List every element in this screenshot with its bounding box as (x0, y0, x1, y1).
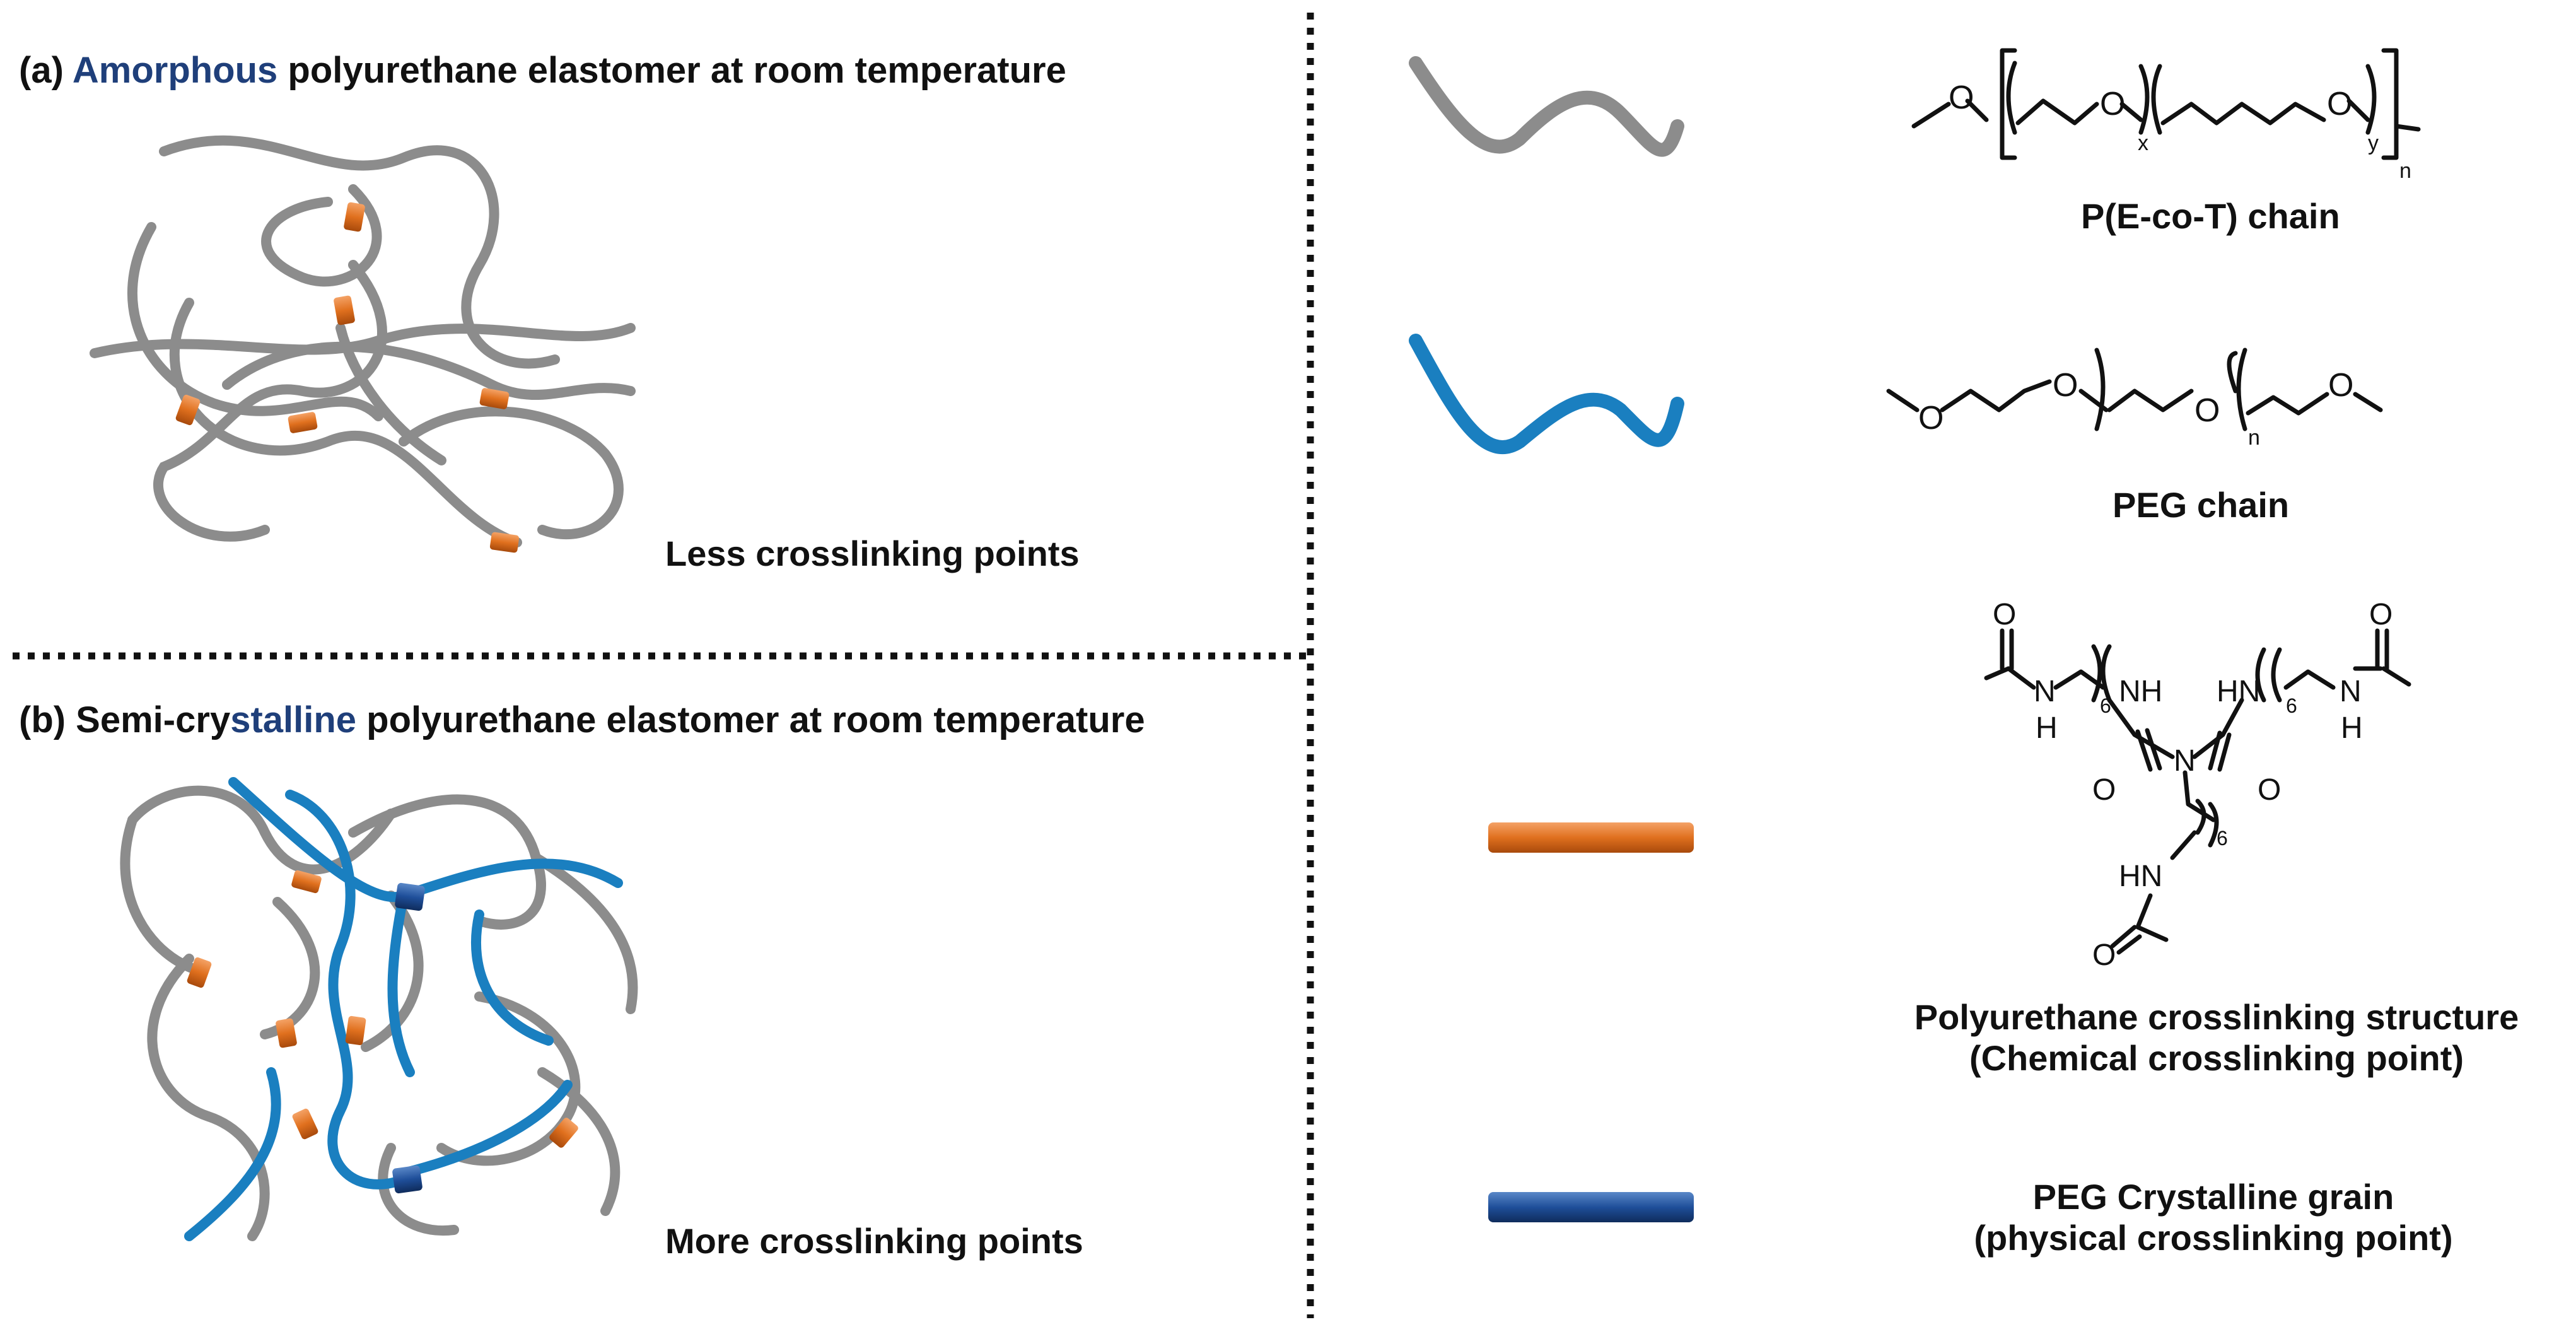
panel-a-chain (127, 222, 383, 421)
grain-label: PEG Crystalline grain (physical crosslin… (1930, 1176, 2497, 1258)
atom-HN: HN (2217, 675, 2260, 708)
chemical-crosslink-marker (175, 394, 201, 426)
atom-O: O (2100, 86, 2125, 122)
atom-O: O (2369, 598, 2392, 631)
panel-b-chain (470, 909, 554, 1046)
panel-b-chain (531, 853, 638, 1014)
panel-a-title-prefix: (a) (19, 50, 73, 91)
panel-b-chain (378, 1143, 459, 1236)
atom-N: N (2340, 675, 2362, 708)
panel-b-chain (184, 1067, 281, 1241)
panel-a-chain (159, 135, 560, 369)
atom-N: N (2034, 675, 2056, 708)
atom-O: O (2328, 367, 2353, 404)
panel-a-title-suffix: polyurethane elastomer at room temperatu… (277, 50, 1066, 91)
crosslink-label: Polyurethane crosslinking structure (Che… (1863, 997, 2570, 1079)
peg-structure (1886, 348, 2383, 431)
panel-b-chain (127, 785, 396, 875)
panel-b-chain (260, 897, 320, 1039)
atom-O: O (2092, 938, 2116, 972)
panel-a-crosslinks (175, 202, 520, 553)
grain-label-line2: (physical crosslinking point) (1974, 1218, 2453, 1258)
atom-O: O (1918, 400, 1944, 436)
atom-O: O (2194, 392, 2220, 429)
atom-H: H (2341, 711, 2363, 745)
chemical-crosslink-marker (276, 1018, 297, 1048)
atom-HN: HN (2119, 860, 2162, 893)
chemical-crosslink-marker (344, 202, 365, 232)
grain-label-line1: PEG Crystalline grain (2032, 1177, 2394, 1217)
physical-crosslink-marker (392, 1165, 423, 1194)
pect-atom-labels: O O O x y n (1949, 79, 2411, 183)
panel-b-chain (285, 790, 409, 1190)
panel-a-chain (399, 406, 624, 540)
panel-b-chain (361, 891, 424, 1052)
panel-b-chain (399, 1080, 573, 1178)
chemical-crosslink-marker (479, 388, 510, 409)
chemical-crosslink-marker (292, 1108, 318, 1140)
crosslink-label-line1: Polyurethane crosslinking structure (1914, 997, 2519, 1037)
panel-a-title: (a) Amorphous polyurethane elastomer at … (19, 49, 1066, 91)
panel-b-chain (147, 954, 270, 1241)
panel-a-chain (222, 341, 636, 400)
panel-b-chain (436, 991, 581, 1166)
panel-b-gray-chains (120, 785, 638, 1241)
pect-subscript-x: x (2138, 131, 2148, 155)
panel-b-crosslinks (187, 870, 578, 1194)
chemical-crosslink-marker (187, 957, 212, 988)
atom-N: N (2174, 744, 2196, 778)
pect-chain-icon (1409, 56, 1684, 157)
atom-NH: NH (2119, 675, 2162, 708)
chemical-crosslink-marker (334, 295, 355, 325)
panel-a-chain (261, 184, 382, 287)
atom-H: H (2036, 711, 2058, 745)
panel-b-caption: More crosslinking points (665, 1221, 1083, 1261)
peg-subscript-n: n (2248, 426, 2260, 450)
chemical-crosslink-marker (345, 1015, 366, 1046)
panel-b-title-suffix: polyurethane elastomer at room temperatu… (356, 699, 1145, 740)
chemical-crosslink-marker (489, 532, 520, 553)
panel-b-title-prefix: (b) Semi-cry (19, 699, 231, 740)
atom-O: O (2092, 773, 2116, 807)
pect-chain-label: P(E-co-T) chain (2081, 196, 2340, 236)
chemical-crosslink-legend-icon (1488, 822, 1694, 853)
subscript-6: 6 (2100, 694, 2111, 717)
physical-crosslink-legend-icon (1488, 1192, 1694, 1222)
atom-O: O (2258, 773, 2281, 807)
atom-O: O (1949, 79, 1974, 116)
peg-chain-icon (1409, 334, 1684, 454)
panel-a-caption: Less crosslinking points (665, 534, 1080, 573)
panel-a-chain (335, 323, 446, 465)
crosslink-label-line2: (Chemical crosslinking point) (1969, 1038, 2464, 1078)
panel-b-chain (348, 794, 546, 930)
chemical-crosslink-marker (288, 412, 318, 433)
peg-atom-labels: O O O O n (1918, 367, 2353, 450)
pect-subscript-n: n (2399, 159, 2411, 183)
pect-subscript-y: y (2368, 131, 2379, 155)
panel-b-title: (b) Semi-crystalline polyurethane elasto… (19, 699, 1145, 741)
panel-b-chain (387, 891, 415, 1077)
crosslink-structure (1984, 628, 2411, 955)
atom-O: O (2327, 86, 2352, 122)
chemical-crosslink-marker (549, 1118, 578, 1148)
panel-b-title-highlight: stalline (230, 699, 357, 740)
peg-chain-label: PEG chain (2113, 485, 2290, 525)
panel-b-chain (120, 815, 207, 976)
panel-a-network (90, 135, 636, 547)
atom-O: O (2053, 367, 2078, 404)
atom-O: O (1993, 598, 2016, 631)
panel-a-title-highlight: Amorphous (72, 50, 278, 91)
chemical-crosslink-marker (291, 870, 322, 894)
crosslink-atom-labels: O O N H NH HN N H O N O HN O 6 6 6 (1993, 598, 2392, 972)
pect-structure (1911, 48, 2421, 160)
subscript-6: 6 (2217, 827, 2228, 850)
subscript-6: 6 (2286, 694, 2297, 717)
physical-crosslink-marker (395, 882, 425, 911)
